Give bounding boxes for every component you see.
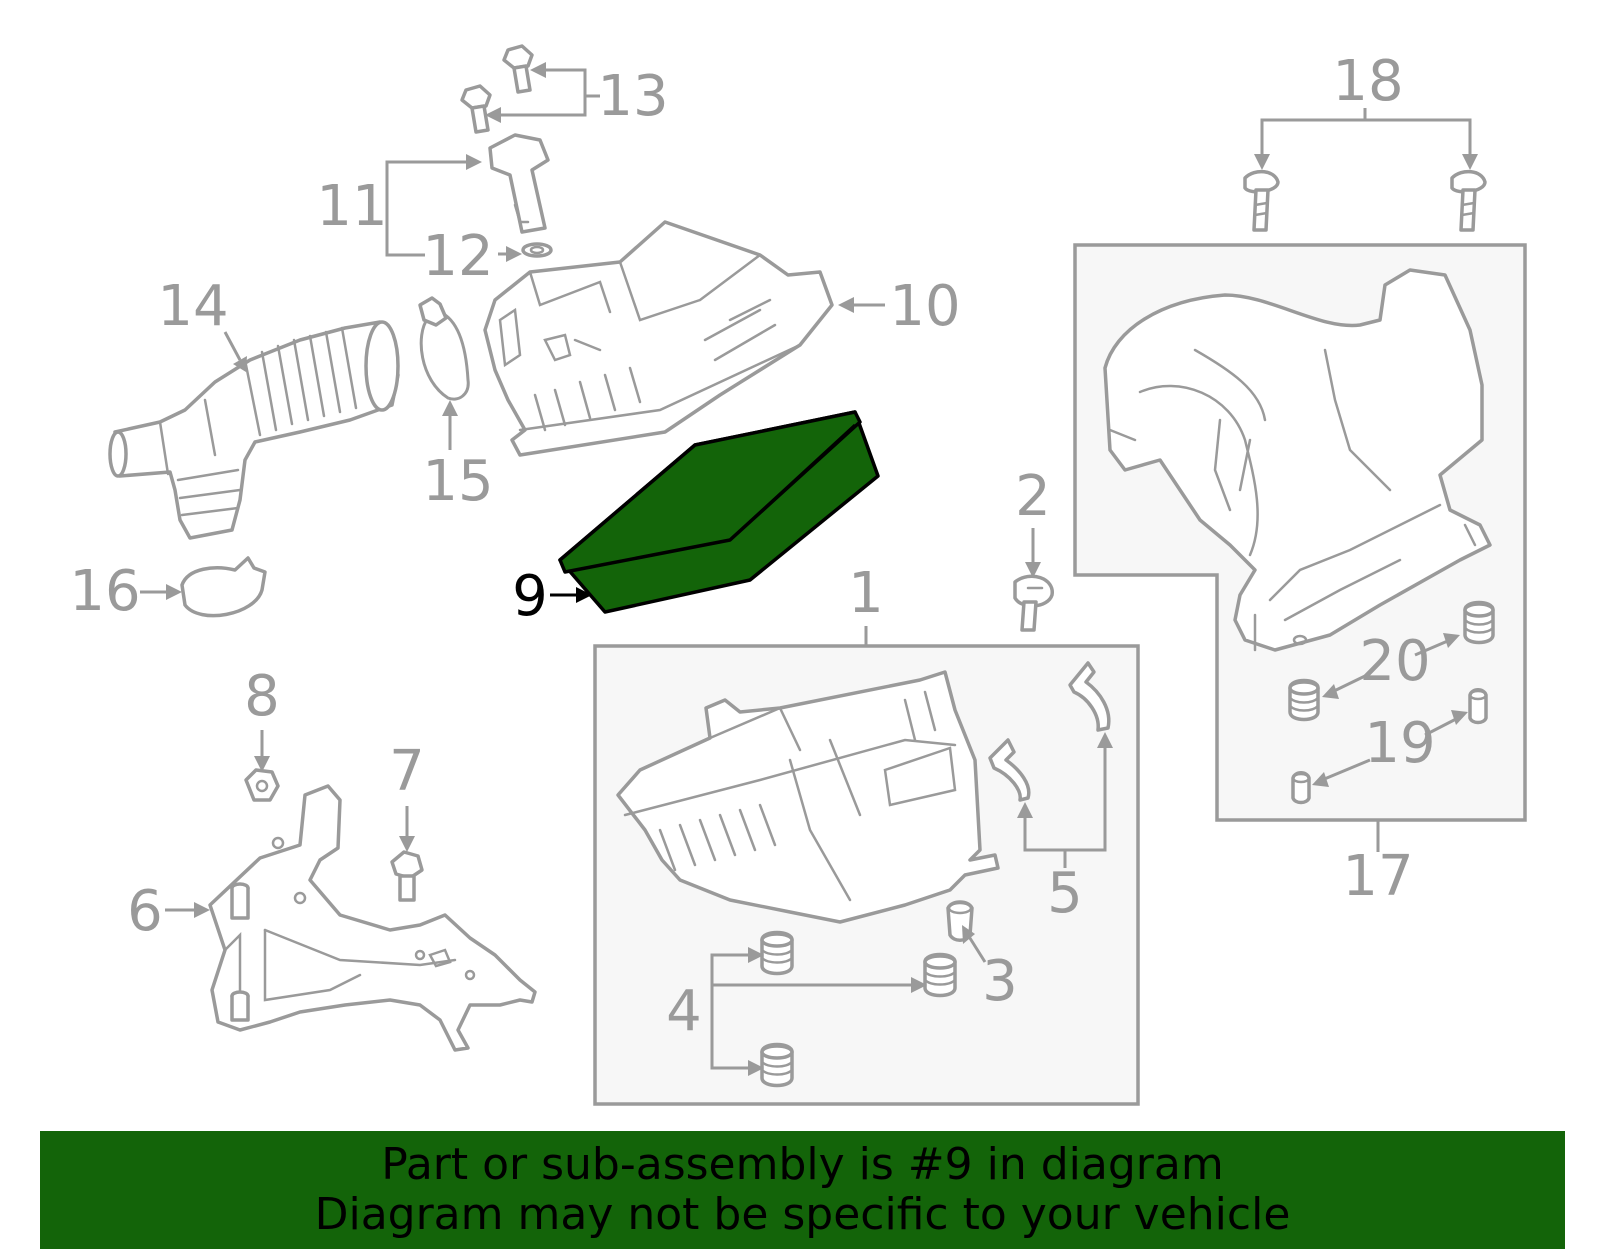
leader-7 — [399, 806, 415, 852]
leader-20 — [1322, 633, 1460, 699]
leader-18 — [1254, 108, 1478, 170]
part-4-grommet-top[interactable] — [760, 930, 794, 976]
notice-banner: Part or sub-assembly is #9 in diagram Di… — [40, 1131, 1565, 1249]
part-20-grommet-left[interactable] — [1288, 678, 1320, 722]
leader-16 — [140, 584, 182, 600]
part-4-grommet-middle[interactable] — [923, 952, 957, 998]
callout-15: 15 — [422, 449, 493, 514]
part-15-clamp[interactable] — [418, 296, 470, 401]
leader-8 — [254, 730, 270, 772]
callout-3: 3 — [982, 949, 1018, 1014]
callout-13: 13 — [597, 64, 668, 129]
callout-5: 5 — [1047, 861, 1083, 926]
part-17-resonator[interactable] — [1103, 268, 1492, 652]
part-13-screw-upper[interactable] — [502, 44, 534, 94]
leader-2 — [1025, 528, 1041, 578]
part-9-air-filter[interactable] — [558, 410, 880, 614]
part-11-airflow-sensor[interactable] — [488, 133, 550, 234]
leader-19 — [1312, 710, 1468, 787]
callout-11: 11 — [316, 174, 387, 239]
part-12-seal[interactable] — [521, 242, 553, 258]
part-18-bolt-left[interactable] — [1243, 169, 1280, 232]
leader-13 — [485, 62, 600, 123]
callout-14: 14 — [157, 274, 228, 339]
part-2-bolt[interactable] — [1013, 574, 1054, 632]
part-8-nut[interactable] — [244, 768, 280, 802]
callout-6: 6 — [127, 879, 163, 944]
callout-8: 8 — [244, 664, 280, 729]
leader-15 — [442, 400, 458, 450]
part-1-lower-case[interactable] — [616, 670, 1000, 924]
air-filter-top — [558, 410, 862, 574]
callout-4: 4 — [666, 979, 702, 1044]
leader-11-12 — [385, 154, 522, 262]
callout-18: 18 — [1332, 49, 1403, 114]
leader-3 — [962, 925, 987, 963]
callout-19: 19 — [1364, 711, 1435, 776]
leader-4 — [710, 947, 927, 1076]
banner-line-disclaimer: Diagram may not be specific to your vehi… — [314, 1189, 1291, 1240]
banner-line-part-number: Part or sub-assembly is #9 in diagram — [381, 1139, 1224, 1190]
part-20-grommet-right[interactable] — [1463, 600, 1495, 645]
callout-10: 10 — [889, 274, 960, 339]
part-16-clamp[interactable] — [180, 556, 267, 618]
part-10-upper-cover[interactable] — [483, 220, 834, 457]
callout-2: 2 — [1015, 464, 1051, 529]
callout-7: 7 — [389, 739, 425, 804]
callout-16: 16 — [69, 559, 140, 624]
callout-9: 9 — [512, 564, 548, 629]
part-18-bolt-right[interactable] — [1450, 169, 1487, 232]
callout-1: 1 — [848, 561, 884, 626]
callout-20: 20 — [1359, 629, 1430, 694]
part-14-intake-hose[interactable] — [108, 320, 400, 540]
leader-10 — [838, 297, 885, 313]
part-5-clip-left[interactable] — [988, 738, 1031, 802]
part-4-grommet-bottom[interactable] — [760, 1042, 794, 1088]
part-7-bolt[interactable] — [390, 850, 424, 902]
leader-14 — [223, 331, 247, 372]
part-19-pin-right[interactable] — [1468, 688, 1488, 725]
part-19-pin-left[interactable] — [1291, 771, 1311, 805]
part-13-screw-lower[interactable] — [460, 84, 492, 134]
callout-12: 12 — [422, 224, 493, 289]
callout-17: 17 — [1342, 844, 1413, 909]
leader-9 — [550, 587, 592, 603]
part-5-clip-right[interactable] — [1068, 661, 1111, 732]
part-6-bracket[interactable] — [208, 784, 537, 1052]
leader-6 — [165, 902, 210, 918]
leader-5 — [1017, 732, 1113, 868]
